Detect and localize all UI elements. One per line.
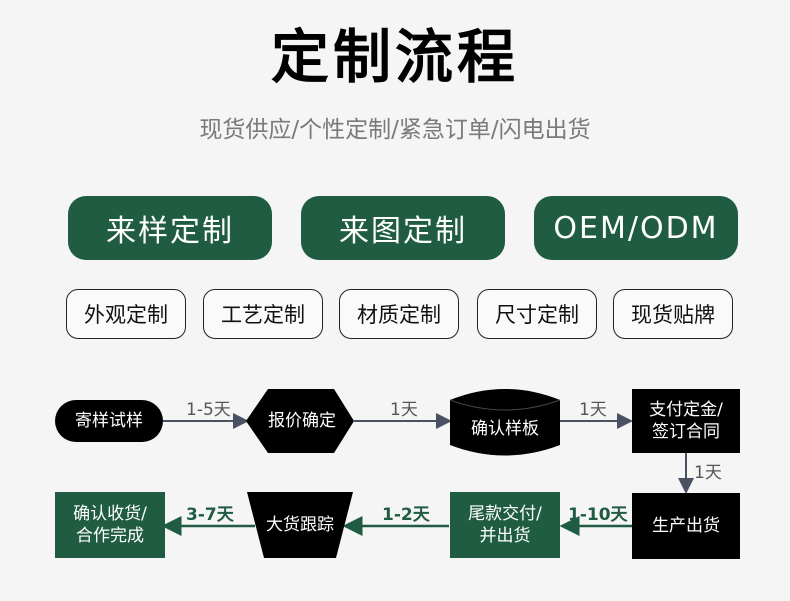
stock-branding-button[interactable]: 现货贴牌 — [613, 289, 733, 339]
duration-label: 1天 — [694, 463, 722, 483]
step-label: 寄样试样 — [75, 411, 143, 431]
appearance-customization-button[interactable]: 外观定制 — [66, 289, 186, 339]
step-label-line2: 合作完成 — [76, 526, 144, 546]
craft-customization-button[interactable]: 工艺定制 — [203, 289, 323, 339]
flow-step-confirm-sample: 确认样板 — [450, 414, 560, 444]
duration-label: 1-2天 — [382, 505, 430, 525]
flow-step-production-shipping: 生产出货 — [632, 493, 740, 559]
flow-step-quote-confirm: 报价确定 — [262, 400, 342, 442]
step-label-line1: 尾款交付/ — [468, 504, 542, 524]
sample-customization-button[interactable]: 来样定制 — [68, 196, 272, 260]
step-label-line2: 签订合同 — [652, 422, 720, 442]
hexagon-shape — [246, 389, 354, 453]
material-customization-button[interactable]: 材质定制 — [339, 289, 459, 339]
step-label: 生产出货 — [652, 516, 720, 536]
step-label: 确认样板 — [471, 419, 539, 439]
duration-label: 1天 — [390, 400, 418, 420]
duration-label: 1天 — [579, 400, 607, 420]
size-customization-button[interactable]: 尺寸定制 — [477, 289, 597, 339]
duration-label: 3-7天 — [186, 505, 234, 525]
step-label-line1: 支付定金/ — [649, 400, 723, 420]
step-label: 报价确定 — [268, 411, 336, 431]
flow-step-receipt-complete: 确认收货/ 合作完成 — [55, 492, 165, 558]
duration-label: 1-10天 — [568, 505, 628, 525]
step-label: 大货跟踪 — [266, 515, 334, 535]
duration-label: 1-5天 — [186, 400, 231, 420]
step-label-line1: 确认收货/ — [73, 504, 147, 524]
flow-step-deposit-contract: 支付定金/ 签订合同 — [632, 389, 740, 453]
page-subtitle: 现货供应/个性定制/紧急订单/闪电出货 — [199, 117, 591, 143]
oem-odm-button[interactable]: OEM/ODM — [534, 196, 738, 260]
step-label-line2: 并出货 — [479, 526, 531, 546]
flow-step-bulk-tracking: 大货跟踪 — [258, 510, 342, 540]
page-title: 定制流程 — [270, 23, 519, 91]
flow-step-final-payment: 尾款交付/ 并出货 — [450, 492, 560, 558]
drawing-customization-button[interactable]: 来图定制 — [301, 196, 505, 260]
flow-step-send-sample: 寄样试样 — [55, 400, 163, 442]
